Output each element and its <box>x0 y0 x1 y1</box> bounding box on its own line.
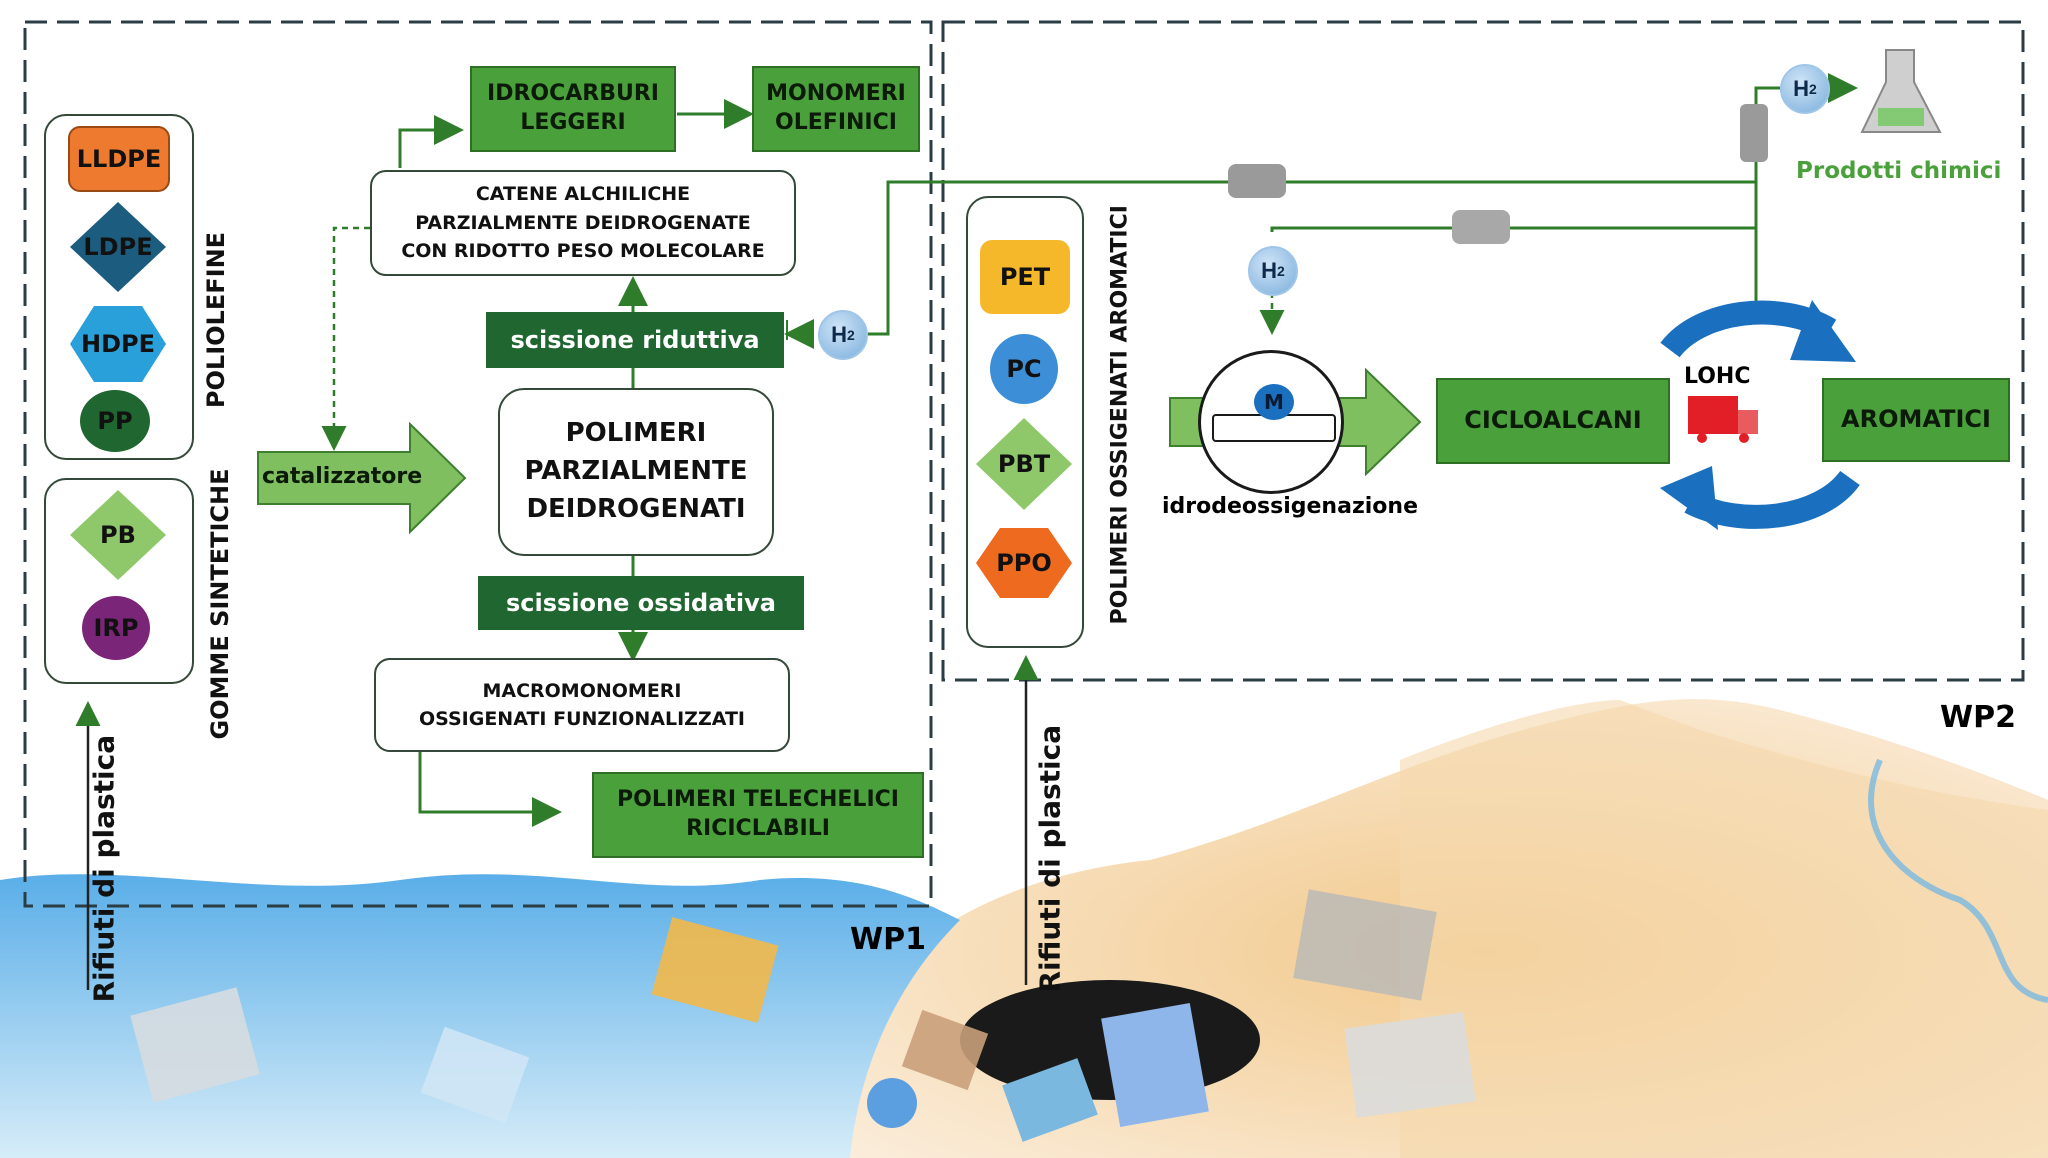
partially-dehydrogenated-polymers: POLIMERI PARZIALMENTE DEIDROGENATI <box>498 388 774 556</box>
h2-line-to-hdo <box>1270 226 1756 232</box>
chemicals-label: Prodotti chimici <box>1796 158 2002 184</box>
wp1-label: WP1 <box>850 922 926 957</box>
hydrogen-tank-1 <box>1228 164 1286 198</box>
center-line-1: POLIMERI <box>565 418 707 449</box>
light-hc-line-2: LEGGERI <box>520 110 626 135</box>
hdo-label: idrodeossigenazione <box>1162 494 1418 519</box>
monomers-line-2: OLEFINICI <box>775 110 897 135</box>
h2-vertical-main <box>1754 86 1780 318</box>
cycloalkanes-box: CICLOALCANI <box>1436 378 1670 464</box>
h2-hdo-text: H <box>1261 258 1278 283</box>
pp-badge: PP <box>80 390 150 452</box>
hydrogen-tank-2 <box>1452 210 1510 244</box>
pet-badge: PET <box>980 240 1070 314</box>
reductive-scission: scissione riduttiva <box>486 312 784 368</box>
chains-line-1: CATENE ALCHILICHE <box>475 183 691 206</box>
h2-recycle-line <box>868 180 1756 336</box>
river <box>1868 758 2048 1003</box>
ppo-badge: PPO <box>976 528 1072 598</box>
aromatics-box: AROMATICI <box>1822 378 2010 462</box>
poliolefine-label: POLIOLEFINE <box>202 231 230 409</box>
flask-liquid <box>1878 108 1924 126</box>
truck-cab <box>1738 410 1758 434</box>
light-hydrocarbons-box: IDROCARBURI LEGGERI <box>470 66 676 152</box>
irp-badge: IRP <box>82 596 150 660</box>
wp1-input-label: Rifiuti di plastica <box>87 734 121 1003</box>
arrow-chains-to-light-hc <box>398 115 464 168</box>
olefinic-monomers-box: MONOMERI OLEFINICI <box>752 66 920 152</box>
catalyst-dashed-link <box>321 226 370 451</box>
plastic-waste-2 <box>420 1026 530 1124</box>
wp2-label: WP2 <box>1940 700 2016 735</box>
plastic-waste-10 <box>867 1078 917 1128</box>
truck-icon <box>1688 396 1738 434</box>
mountain <box>1400 700 2048 1158</box>
lldpe-badge: LLDPE <box>68 126 170 192</box>
aromatics-polymers-label: POLIMERI OSSIGENATI AROMATICI <box>1107 205 1133 625</box>
monomers-line-1: MONOMERI <box>766 81 906 107</box>
arrow-macro-to-telechelic <box>418 752 562 827</box>
light-hc-line-1: IDROCARBURI <box>487 81 659 107</box>
pc-badge: PC <box>990 334 1058 404</box>
catalyst-label: catalizzatore <box>262 464 423 489</box>
lohc-cycle-arrow-bottom-head <box>1660 466 1718 530</box>
center-line-3: DEIDROGENATI <box>526 493 746 524</box>
chains-line-3: CON RIDOTTO PESO MOLECOLARE <box>401 240 765 263</box>
hydrogen-tank-3 <box>1740 104 1768 162</box>
h2-chem-text: H <box>1793 76 1810 101</box>
alkyl-chains-box: CATENE ALCHILICHE PARZIALMENTE DEIDROGEN… <box>370 170 796 276</box>
metal-particle: M <box>1254 384 1294 420</box>
telechelic-line-1: POLIMERI TELECHELICI <box>617 787 899 813</box>
gomme-label: GOMME SINTETICHE <box>206 468 234 740</box>
plastic-waste-9 <box>1344 1012 1476 1118</box>
plastic-waste-3 <box>651 917 779 1023</box>
plastic-waste-8 <box>1293 889 1437 1001</box>
catalyst-arrow <box>257 421 467 535</box>
wp2-frame <box>941 20 2025 682</box>
plastic-waste-5 <box>1101 1003 1209 1127</box>
oxidative-scission: scissione ossidativa <box>478 576 804 630</box>
h2-wp1-text: H <box>831 322 848 347</box>
telechelic-line-2: RICICLABILI <box>686 816 830 841</box>
wp2-input-label: Rifiuti di plastica <box>1033 724 1067 993</box>
wp1-frame <box>23 20 933 908</box>
macro-line-2: OSSIGENATI FUNZIONALIZZATI <box>419 708 745 730</box>
plastic-waste-6 <box>901 1009 989 1091</box>
macromonomers-box: MACROMONOMERI OSSIGENATI FUNZIONALIZZATI <box>374 658 790 752</box>
center-line-2: PARZIALMENTE <box>524 456 748 487</box>
plastic-waste-1 <box>130 987 260 1103</box>
telechelic-polymers-box: POLIMERI TELECHELICI RICICLABILI <box>592 772 924 858</box>
lohc-label: LOHC <box>1684 364 1751 389</box>
lohc-cycle-arrow-top-head <box>1790 300 1856 362</box>
chains-line-2: PARZIALMENTE DEIDROGENATE <box>415 211 751 234</box>
plastic-waste-7 <box>1002 1058 1098 1142</box>
macro-line-1: MACROMONOMERI <box>482 679 682 702</box>
